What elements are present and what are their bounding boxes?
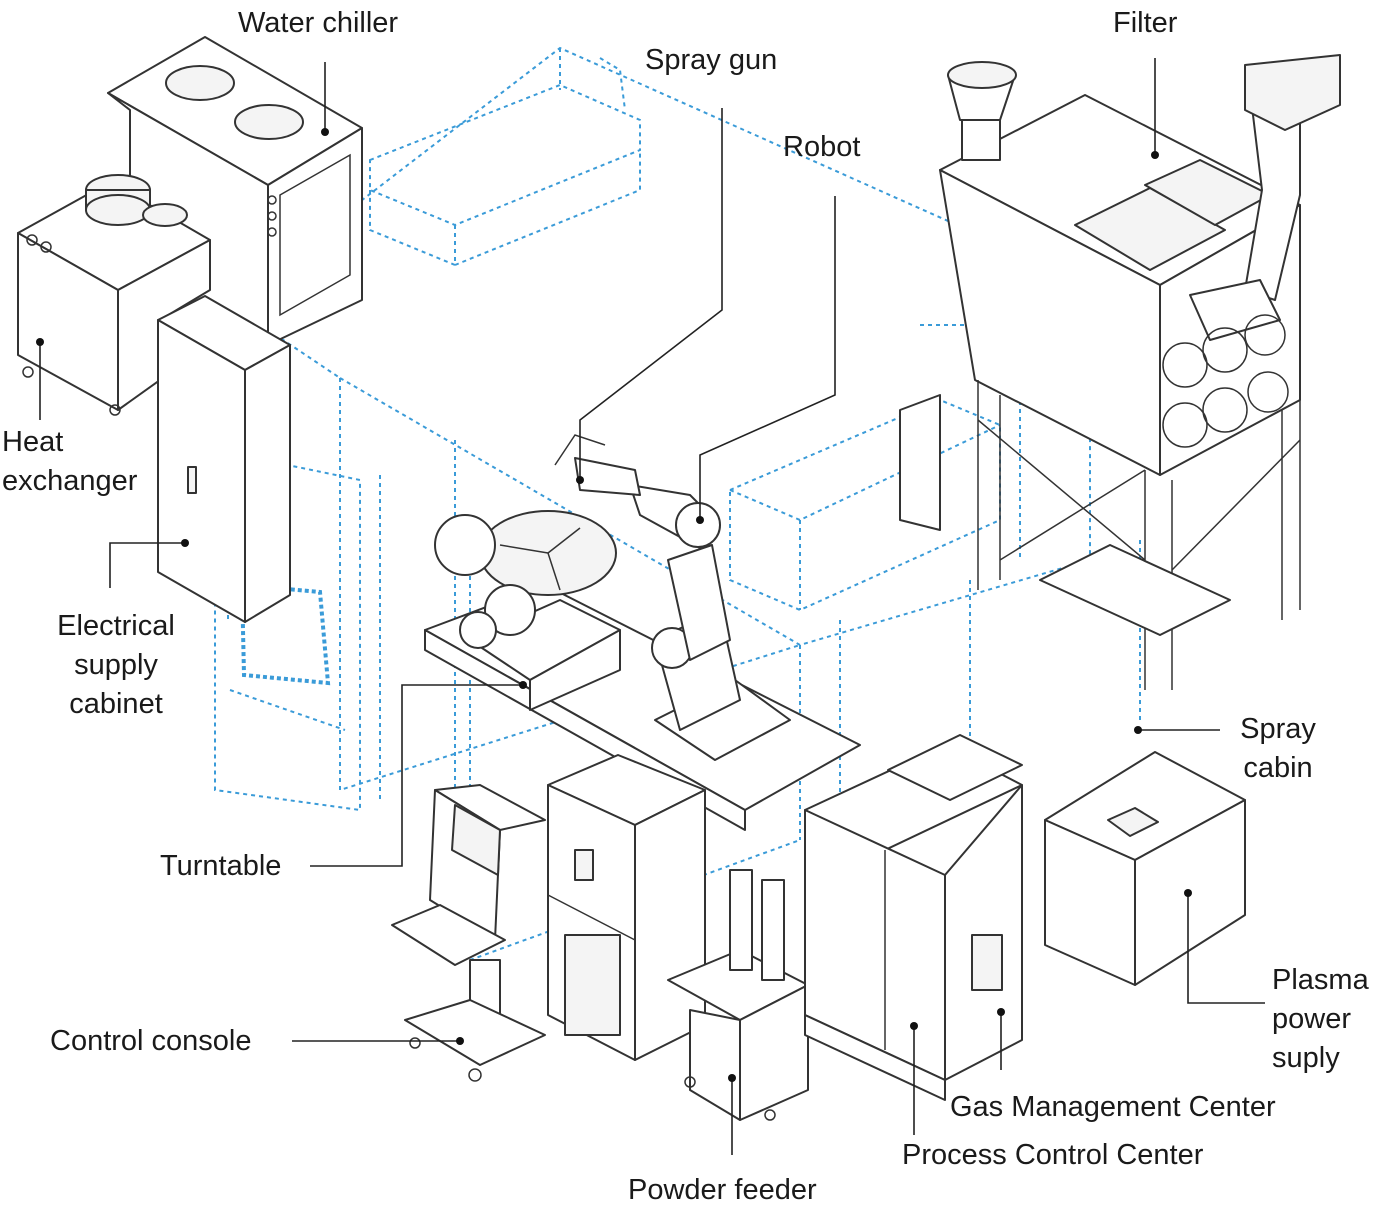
process-control-center-label: Process Control Center	[902, 1139, 1204, 1171]
process-control-center-drawing	[804, 734, 1023, 1101]
water-chiller-label: Water chiller	[238, 7, 399, 39]
control-console-drawing	[391, 784, 546, 1082]
spray-cabin-label: Spray cabin	[1232, 710, 1324, 788]
robot-drawing	[554, 434, 791, 761]
turntable-label: Turntable	[160, 850, 282, 882]
central-cabinet-drawing	[547, 754, 706, 1061]
spray-gun-label: Spray gun	[645, 44, 778, 76]
plasma-power-supply-label-line-3: suply	[1272, 1042, 1340, 1074]
control-console-label: Control console	[50, 1025, 252, 1057]
electrical-supply-cabinet-label: Electrical supply cabinet	[48, 607, 184, 724]
powder-feeder-drawing	[667, 869, 809, 1121]
spray-cabin-label-line-1: Spray	[1240, 713, 1316, 745]
plasma-power-supply-label: Plasma power suply	[1272, 961, 1369, 1078]
plasma-power-supply-drawing	[1044, 751, 1246, 986]
filter-drawing	[899, 54, 1341, 690]
plasma-power-supply-label-line-1: Plasma	[1272, 964, 1369, 996]
plasma-power-supply-label-line-2: power	[1272, 1003, 1351, 1035]
heat-exchanger-label: Heat exchanger	[2, 423, 137, 501]
electrical-supply-cabinet-label-line-2: supply	[74, 649, 158, 681]
robot-label: Robot	[783, 131, 861, 163]
filter-label: Filter	[1113, 7, 1178, 39]
spray-cabin-label-line-2: cabin	[1243, 752, 1313, 784]
heat-exchanger-drawing	[17, 174, 211, 416]
leader-lines	[36, 58, 1265, 1155]
electrical-supply-cabinet-label-line-1: Electrical	[57, 610, 175, 642]
powder-feeder-label: Powder feeder	[628, 1174, 817, 1206]
electrical-supply-cabinet-label-line-3: cabinet	[69, 688, 163, 720]
electrical-supply-cabinet-drawing	[157, 295, 291, 623]
heat-exchanger-label-line-2: exchanger	[2, 465, 138, 497]
heat-exchanger-label-line-1: Heat	[2, 426, 64, 458]
water-chiller-drawing	[107, 36, 363, 346]
gas-management-center-label: Gas Management Center	[950, 1091, 1276, 1123]
